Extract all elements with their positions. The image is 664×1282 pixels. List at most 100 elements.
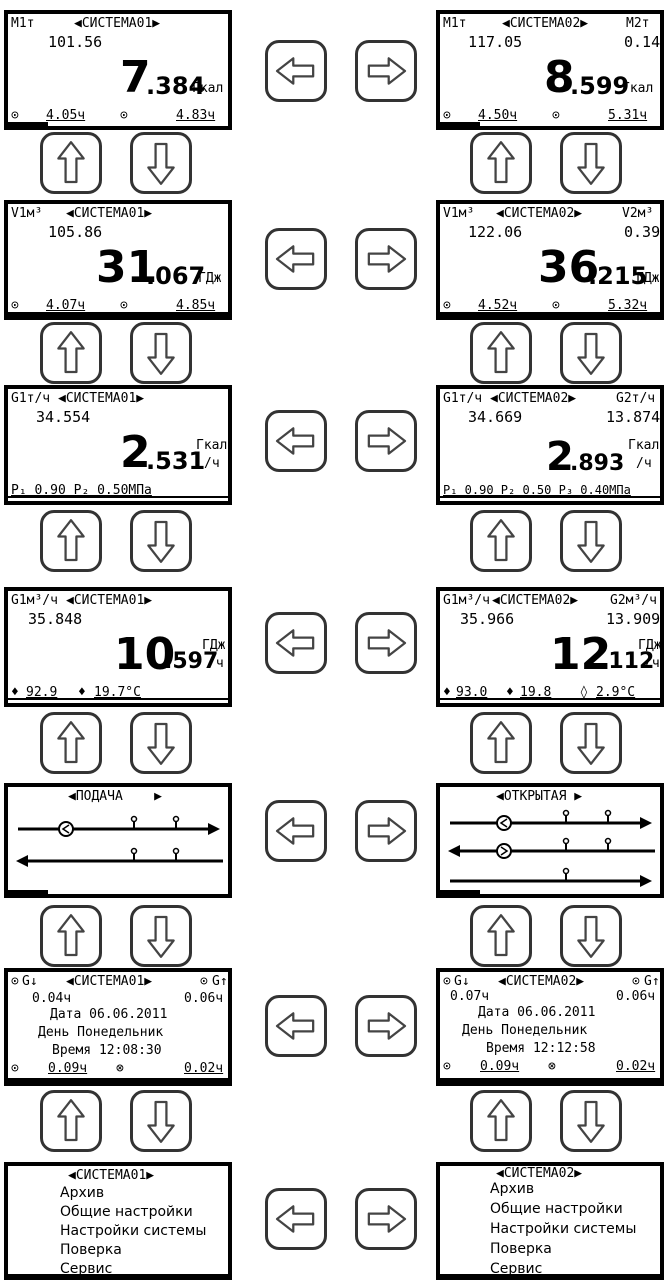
left-button[interactable] — [265, 1188, 327, 1250]
menu-item-verification[interactable]: Поверка — [60, 1242, 122, 1258]
down-button[interactable] — [560, 1090, 622, 1152]
up-button[interactable] — [470, 712, 532, 774]
menu-item-system-settings[interactable]: Настройки системы — [490, 1221, 637, 1237]
arrow-up-icon — [57, 914, 85, 957]
unit-top: Гкал — [196, 438, 228, 453]
left-button[interactable] — [265, 228, 327, 290]
menu-item-general-settings[interactable]: Общие настройки — [60, 1204, 193, 1220]
temperature-1: 93.0 — [456, 685, 488, 700]
screen-datetime-system01: ⊙ G↓ ◀СИСТЕМА01▶ ⊙ G↑ 0.04ч 0.06ч Дата 0… — [4, 968, 232, 1086]
down-button[interactable] — [130, 132, 192, 194]
left-button[interactable] — [265, 410, 327, 472]
big-value-int: 7 — [120, 52, 151, 103]
system-title: ◀СИСТЕМА02▶ — [492, 593, 579, 608]
up-button[interactable] — [40, 712, 102, 774]
left-button[interactable] — [265, 995, 327, 1057]
down-button[interactable] — [130, 510, 192, 572]
arrow-down-icon — [147, 520, 175, 563]
unit-bottom: /ч — [644, 656, 660, 671]
right-button[interactable] — [355, 612, 417, 674]
clock-icon: ⊙ — [443, 1059, 451, 1074]
clock-x-icon: ⊗ — [548, 1059, 556, 1074]
up-button[interactable] — [470, 132, 532, 194]
value-primary: 34.669 — [468, 408, 523, 426]
arrow-left-icon — [275, 1205, 315, 1233]
arrow-down-icon — [147, 142, 175, 185]
big-value-frac: .215 — [588, 262, 648, 290]
up-button[interactable] — [40, 905, 102, 967]
unit-label: ГДж — [198, 271, 222, 286]
up-button[interactable] — [470, 1090, 532, 1152]
arrow-left-icon — [275, 629, 315, 657]
up-button[interactable] — [40, 322, 102, 384]
up-button[interactable] — [40, 1090, 102, 1152]
up-button[interactable] — [470, 510, 532, 572]
screen-energy-system02: M1т ◀СИСТЕМА02▶ M2т 117.05 0.14 8 .599 Г… — [436, 10, 664, 130]
screen-scheme-open: ◀ОТКРЫТАЯ ▶ — [436, 783, 664, 898]
down-button[interactable] — [130, 905, 192, 967]
right-button[interactable] — [355, 1188, 417, 1250]
menu-item-archive[interactable]: Архив — [490, 1181, 535, 1197]
arrow-up-icon — [57, 721, 85, 764]
menu-item-service[interactable]: Сервис — [490, 1261, 543, 1277]
divider — [440, 698, 660, 700]
time-line: Время 12:08:30 — [52, 1043, 162, 1058]
screen-flow-mass-system01: G1т/ч ◀СИСТЕМА01▶ 34.554 2 .531 Гкал /ч … — [4, 385, 232, 505]
bottom-value-1: 0.09ч — [480, 1059, 520, 1074]
up-button[interactable] — [470, 905, 532, 967]
clock-icon: ⊙ — [120, 108, 128, 123]
menu-item-archive[interactable]: Архив — [60, 1185, 105, 1201]
down-button[interactable] — [560, 905, 622, 967]
menu-item-system-settings[interactable]: Настройки системы — [60, 1223, 207, 1239]
arrow-right-icon — [367, 245, 407, 273]
menu-item-verification[interactable]: Поверка — [490, 1241, 552, 1257]
divider — [8, 496, 228, 498]
time-value-1: 4.07ч — [46, 298, 86, 313]
arrow-down-icon — [577, 332, 605, 375]
clock-g-down-icon: ⊙ — [11, 974, 19, 989]
right-button[interactable] — [355, 800, 417, 862]
arrow-left-icon — [275, 245, 315, 273]
thermometer-icon: ♦ — [443, 685, 451, 700]
arrow-down-icon — [147, 332, 175, 375]
system-title: ◀СИСТЕМА02▶ — [490, 391, 577, 406]
right-button[interactable] — [355, 228, 417, 290]
clock-icon-a: ⊙ — [443, 108, 451, 123]
down-button[interactable] — [130, 322, 192, 384]
big-value-int: 12 — [550, 629, 612, 680]
unit-top: ГДж — [638, 638, 662, 653]
temperature-1: 92.9 — [26, 685, 58, 700]
temperature-3: 2.9°C — [596, 685, 636, 700]
right-button[interactable] — [355, 410, 417, 472]
down-button[interactable] — [560, 132, 622, 194]
big-value-int: 36 — [538, 242, 600, 293]
time-value-1: 4.05ч — [46, 108, 86, 123]
down-button[interactable] — [560, 510, 622, 572]
right-button[interactable] — [355, 995, 417, 1057]
unit-label: ГДж — [636, 271, 660, 286]
system-title: ◀СИСТЕМА02▶ — [496, 206, 583, 221]
down-button[interactable] — [560, 712, 622, 774]
divider — [8, 1078, 228, 1082]
up-button[interactable] — [40, 132, 102, 194]
down-button[interactable] — [130, 1090, 192, 1152]
value-primary: 117.05 — [468, 33, 523, 51]
thermometer-icon: ♦ — [78, 685, 86, 700]
arrow-down-icon — [147, 915, 175, 958]
unit-bottom: /ч — [636, 456, 652, 471]
left-button[interactable] — [265, 612, 327, 674]
param-label: G1т/ч — [11, 391, 51, 406]
unit-label: Гкал — [622, 81, 654, 96]
down-button[interactable] — [130, 712, 192, 774]
left-button[interactable] — [265, 40, 327, 102]
value-right: 0.06ч — [616, 989, 656, 1004]
down-button[interactable] — [560, 322, 622, 384]
up-button[interactable] — [40, 510, 102, 572]
arrow-right-icon — [367, 1205, 407, 1233]
menu-item-service[interactable]: Сервис — [60, 1261, 113, 1277]
left-button[interactable] — [265, 800, 327, 862]
right-button[interactable] — [355, 40, 417, 102]
menu-item-general-settings[interactable]: Общие настройки — [490, 1201, 623, 1217]
up-button[interactable] — [470, 322, 532, 384]
progress-bar — [8, 122, 48, 126]
